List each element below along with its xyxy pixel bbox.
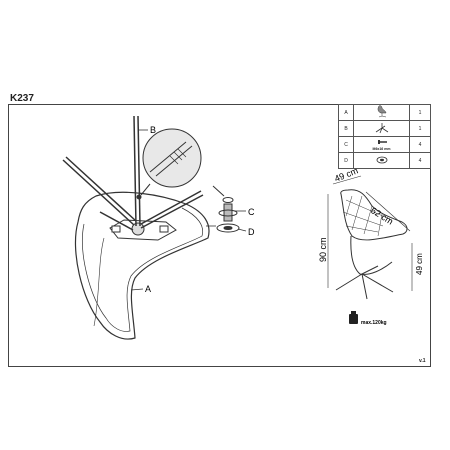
- part-qty: 1: [409, 120, 431, 137]
- part-qty: 1: [409, 104, 431, 121]
- part-image-cell: [353, 120, 410, 137]
- screw-size-caption: M6x16 mm: [372, 146, 391, 151]
- base-icon: [375, 123, 388, 134]
- base-plate: [109, 219, 177, 241]
- model-code: K237: [10, 93, 34, 104]
- part-image-cell: [353, 152, 410, 169]
- magnifier-detail: [136, 128, 202, 200]
- width-dimension: 62 cm: [369, 205, 395, 226]
- parts-row-d: D 4: [338, 152, 431, 169]
- max-load-label: max.120kg: [361, 320, 387, 326]
- callout-d: D: [248, 227, 255, 237]
- dimension-lines: [327, 175, 413, 291]
- seat-height-dimension: 49 cm: [415, 253, 424, 275]
- version-label: v.1: [419, 358, 426, 364]
- chair-side-view: [335, 189, 408, 300]
- part-letter: D: [338, 152, 354, 169]
- parts-row-a: A 1: [338, 104, 431, 121]
- star-base: [62, 115, 204, 231]
- parts-table: A 1 B 1 C M6x16 mm 4 D: [338, 104, 431, 169]
- seat-shell: [74, 191, 210, 340]
- screw-washer: [206, 185, 240, 233]
- screw-icon: [377, 139, 387, 144]
- callout-b: B: [150, 125, 156, 135]
- instruction-frame: [8, 104, 431, 367]
- part-qty: 4: [409, 152, 431, 169]
- callout-a: A: [145, 284, 151, 294]
- part-qty: 4: [409, 136, 431, 153]
- part-image-cell: M6x16 mm: [353, 136, 410, 153]
- parts-row-c: C M6x16 mm 4: [338, 136, 431, 153]
- seat-icon: [377, 105, 386, 118]
- part-letter: B: [338, 120, 354, 137]
- height-dimension: 90 cm: [318, 237, 328, 262]
- parts-row-b: B 1: [338, 120, 431, 137]
- part-image-cell: [353, 104, 410, 121]
- part-letter: A: [338, 104, 354, 121]
- washer-icon: [376, 156, 387, 163]
- part-letter: C: [338, 136, 354, 153]
- weight-icon: [349, 311, 358, 324]
- callout-leaders: [130, 129, 247, 291]
- callout-c: C: [248, 207, 255, 217]
